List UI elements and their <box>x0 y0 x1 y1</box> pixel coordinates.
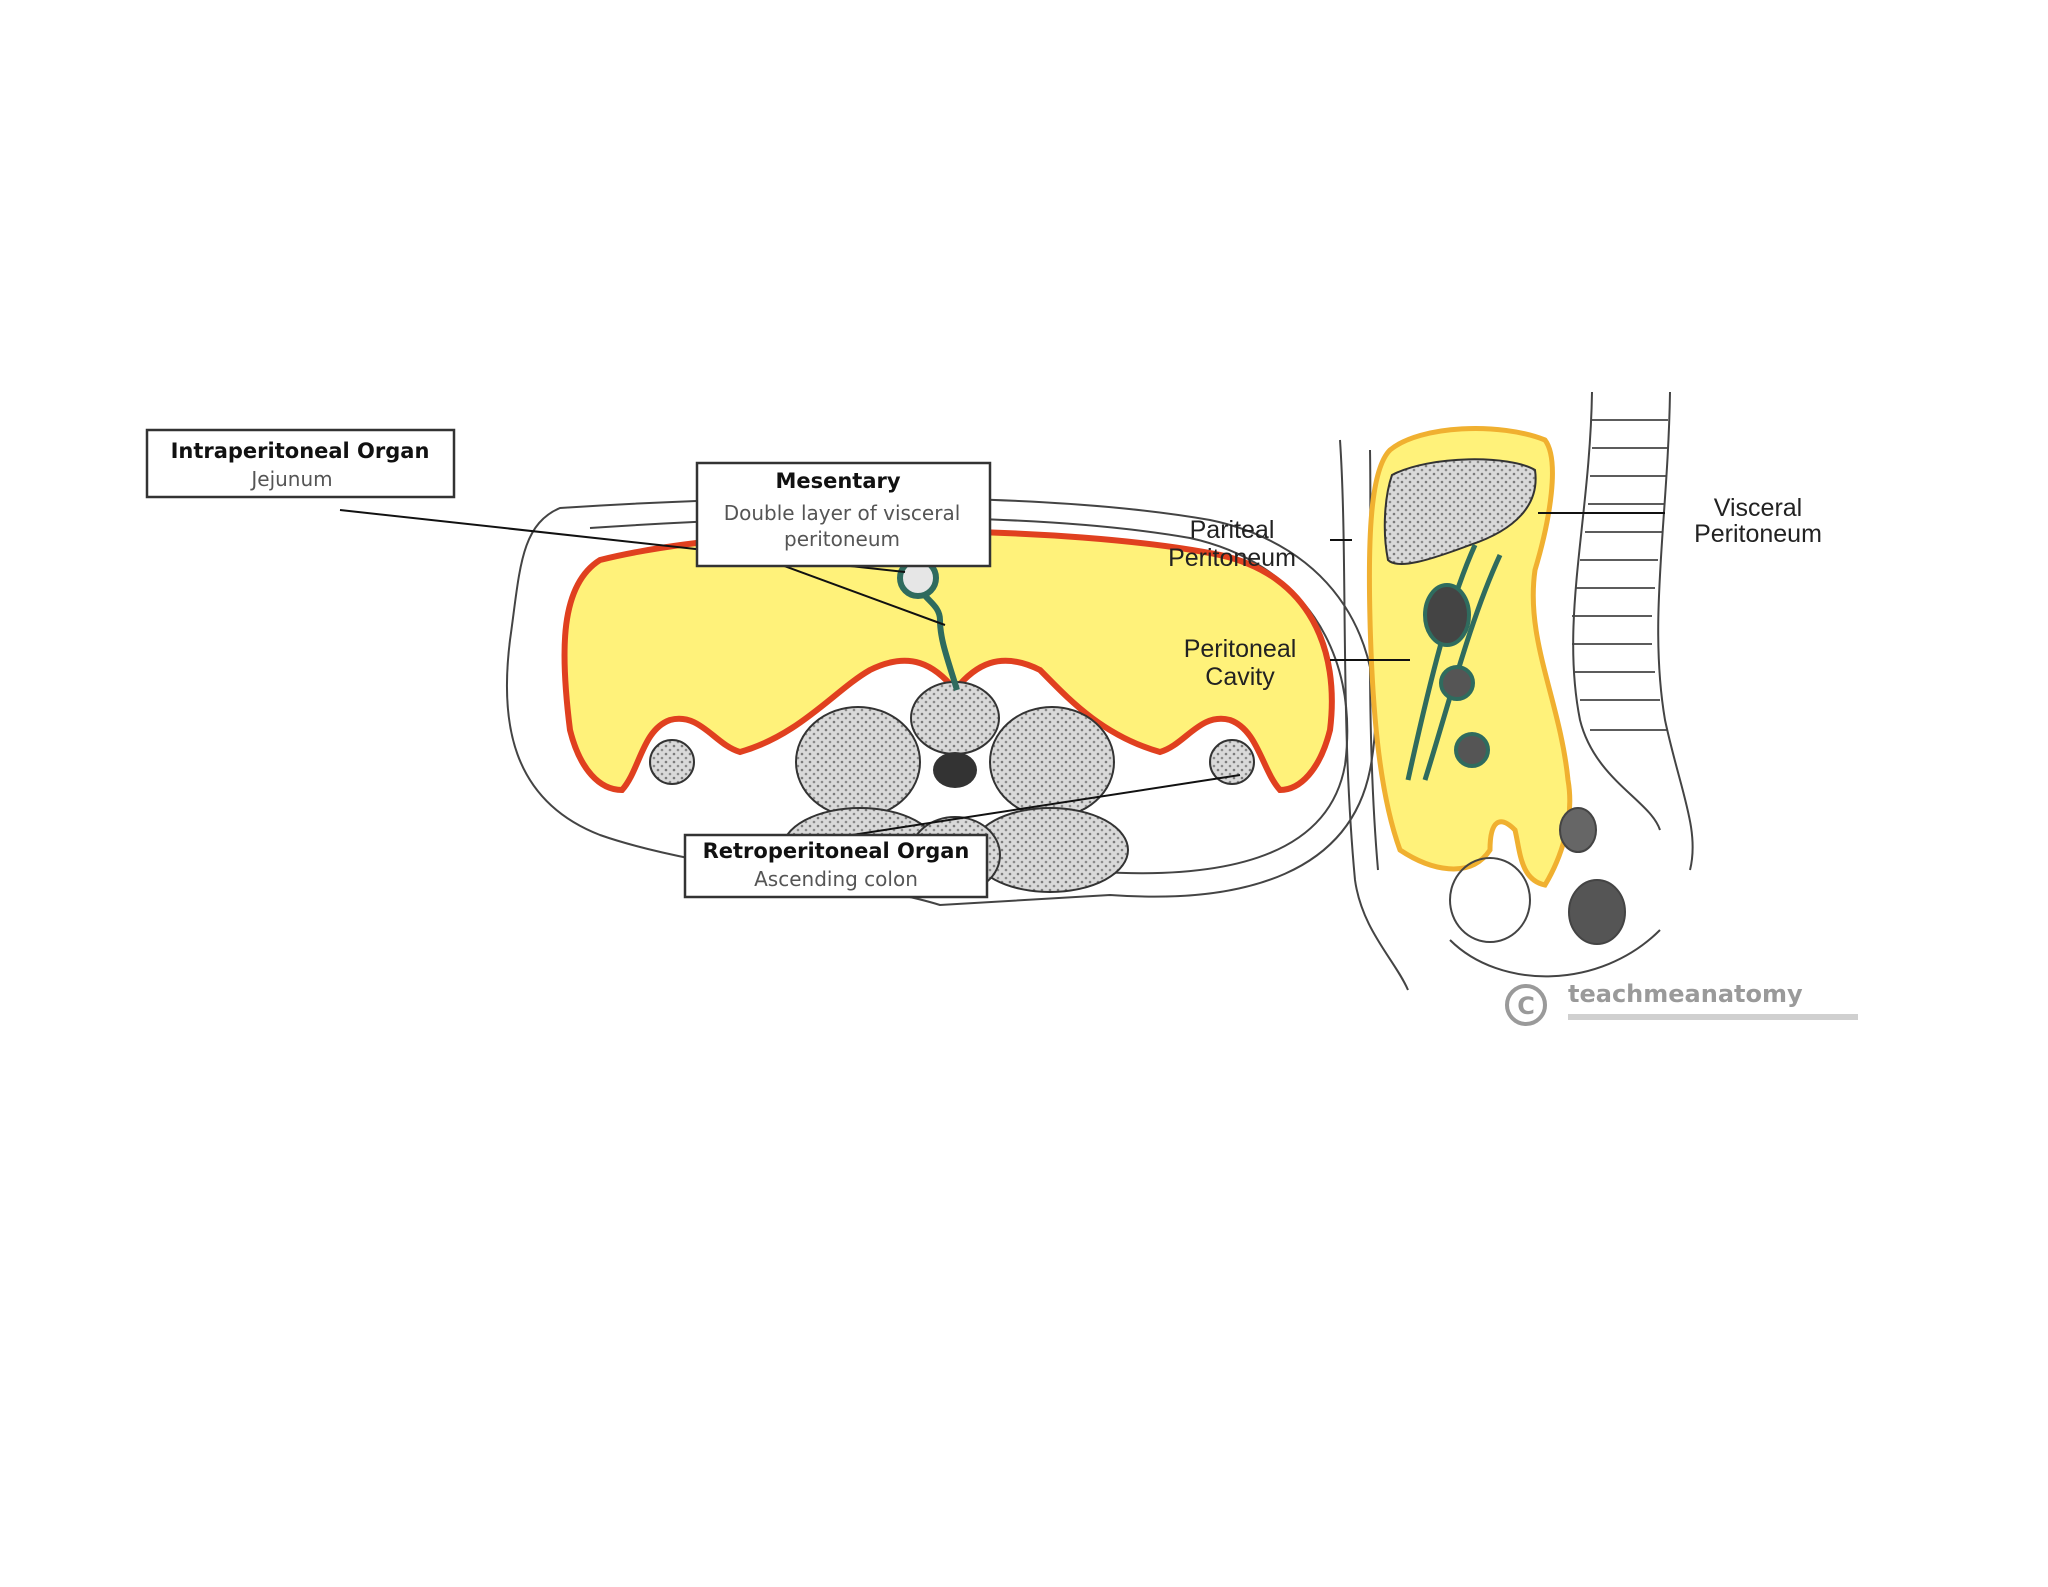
anterior-wall-line <box>1339 439 1409 991</box>
transverse-section: Intraperitoneal Organ Jejunum Mesentary … <box>145 428 1377 907</box>
small-bowel-loop-2 <box>1454 732 1490 768</box>
parietal-label-line2: Peritoneum <box>1168 544 1296 572</box>
watermark-fineprint <box>1568 1014 1858 1020</box>
spine-anterior <box>1572 391 1661 831</box>
sagittal-section: Pariteal Peritoneum Peritoneal Cavity Vi… <box>1168 391 1858 1026</box>
intraperitoneal-label-box <box>145 428 456 499</box>
visceral-label-line1: Visceral <box>1714 494 1802 522</box>
retroperitoneal-title: Retroperitoneal Organ <box>703 839 970 863</box>
small-bowel-loop-1 <box>1439 665 1475 701</box>
teachmeanatomy-watermark: C teachmeanatomy <box>1505 980 1858 1026</box>
visceral-label-line2: Peritoneum <box>1694 520 1822 548</box>
intraperitoneal-subtitle: Jejunum <box>249 467 332 491</box>
pelvic-floor <box>1449 929 1661 978</box>
watermark-text: teachmeanatomy <box>1568 980 1803 1008</box>
psoas-right <box>989 706 1115 818</box>
intraperitoneal-title: Intraperitoneal Organ <box>171 439 430 463</box>
psoas-left <box>795 706 921 818</box>
copyright-icon <box>1505 984 1547 1026</box>
ascending-colon <box>1209 739 1255 785</box>
parietal-label-line1: Pariteal <box>1190 516 1275 544</box>
liver <box>1383 458 1537 566</box>
descending-colon <box>649 739 695 785</box>
mesentary-line1: Double layer of visceral <box>724 501 961 525</box>
cavity-label-line1: Peritoneal <box>1184 635 1297 663</box>
retroperitoneal-subtitle: Ascending colon <box>754 867 918 891</box>
bladder <box>1449 857 1531 943</box>
mesentary-title: Mesentary <box>775 469 900 493</box>
copyright-glyph: C <box>1517 992 1535 1020</box>
cavity-label-line2: Cavity <box>1205 663 1275 691</box>
mesentary-line2: peritoneum <box>784 527 900 551</box>
mesentery-stalk <box>917 586 960 691</box>
mesentary-label-box <box>695 461 992 568</box>
vertebrae <box>1572 419 1668 731</box>
sigmoid <box>1559 807 1597 853</box>
spine-posterior <box>1657 391 1694 871</box>
vertebral-body <box>910 681 1000 755</box>
retroperitoneal-label-box <box>683 833 989 899</box>
vertebral-canal <box>933 752 977 788</box>
stomach-loop <box>1423 583 1471 647</box>
body-wall-outer <box>505 496 1377 907</box>
rectum <box>1568 879 1626 945</box>
